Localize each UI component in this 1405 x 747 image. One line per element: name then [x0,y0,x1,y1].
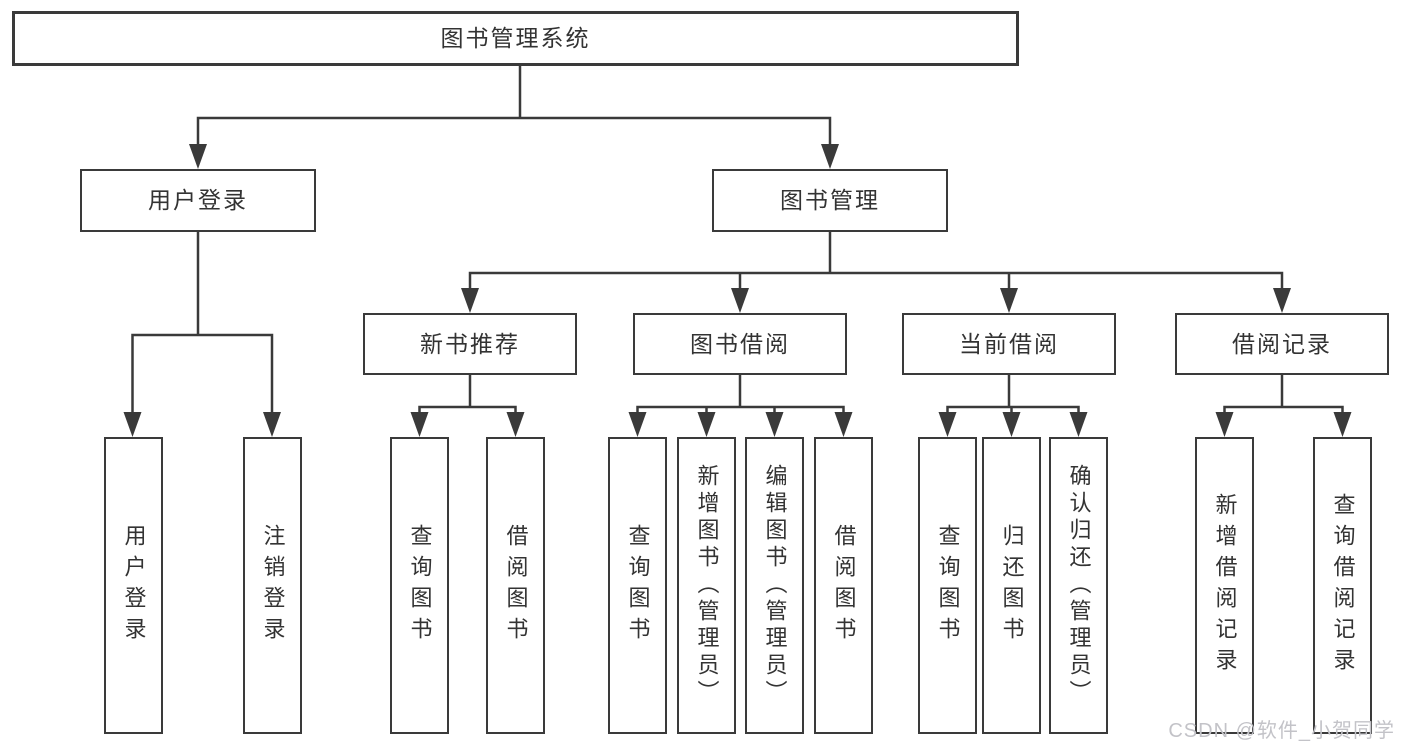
node-label: 编辑图书（管理员） [762,464,788,707]
leaf-query-borrow-record: 查询借阅记录 [1313,437,1372,734]
node-user-login: 用户登录 [80,169,316,232]
node-label: 用户登录 [148,187,248,213]
leaf-return-books: 归还图书 [982,437,1041,734]
node-library-management-system: 图书管理系统 [12,11,1019,66]
node-label: 图书管理 [780,187,880,213]
csdn-watermark: CSDN @软件_小贺同学 [1168,720,1395,742]
node-label: 新增借阅记录 [1212,492,1238,679]
node-label: 注销登录 [260,523,286,648]
node-label: 新书推荐 [420,330,520,357]
node-label: 查询图书 [935,523,961,648]
leaf-user-login: 用户登录 [104,437,163,734]
leaf-confirm-return-admin: 确认归还（管理员） [1049,437,1108,734]
leaf-add-borrow-record: 新增借阅记录 [1195,437,1254,734]
connector-stems [131,66,1344,414]
leaf-query-books-recommend: 查询图书 [390,437,449,734]
node-label: 当前借阅 [959,330,1059,357]
node-borrowing-records: 借阅记录 [1175,313,1389,375]
node-new-book-recommendation: 新书推荐 [363,313,577,375]
leaf-add-book-admin: 新增图书（管理员） [677,437,736,734]
leaf-edit-book-admin: 编辑图书（管理员） [745,437,804,734]
node-label: 查询借阅记录 [1330,492,1356,679]
node-label: 查询图书 [407,523,433,648]
node-label: 归还图书 [999,523,1025,648]
node-label: 借阅图书 [831,523,857,648]
leaf-query-books-current: 查询图书 [918,437,977,734]
arrowheads [123,144,1352,437]
node-label: 图书借阅 [690,330,790,357]
node-label: 查询图书 [625,523,651,648]
node-label: 借阅图书 [503,523,529,648]
leaf-borrow-books-recommend: 借阅图书 [486,437,545,734]
node-book-borrowing: 图书借阅 [633,313,847,375]
node-current-borrowing: 当前借阅 [902,313,1116,375]
node-label: 新增图书（管理员） [694,464,720,707]
leaf-query-books-borrowing: 查询图书 [608,437,667,734]
node-label: 确认归还（管理员） [1066,464,1092,707]
node-label: 借阅记录 [1232,330,1332,357]
node-label: 图书管理系统 [440,25,591,51]
node-label: 用户登录 [121,523,147,648]
node-book-management: 图书管理 [712,169,948,232]
leaf-borrow-books-borrowing: 借阅图书 [814,437,873,734]
leaf-logout: 注销登录 [243,437,302,734]
